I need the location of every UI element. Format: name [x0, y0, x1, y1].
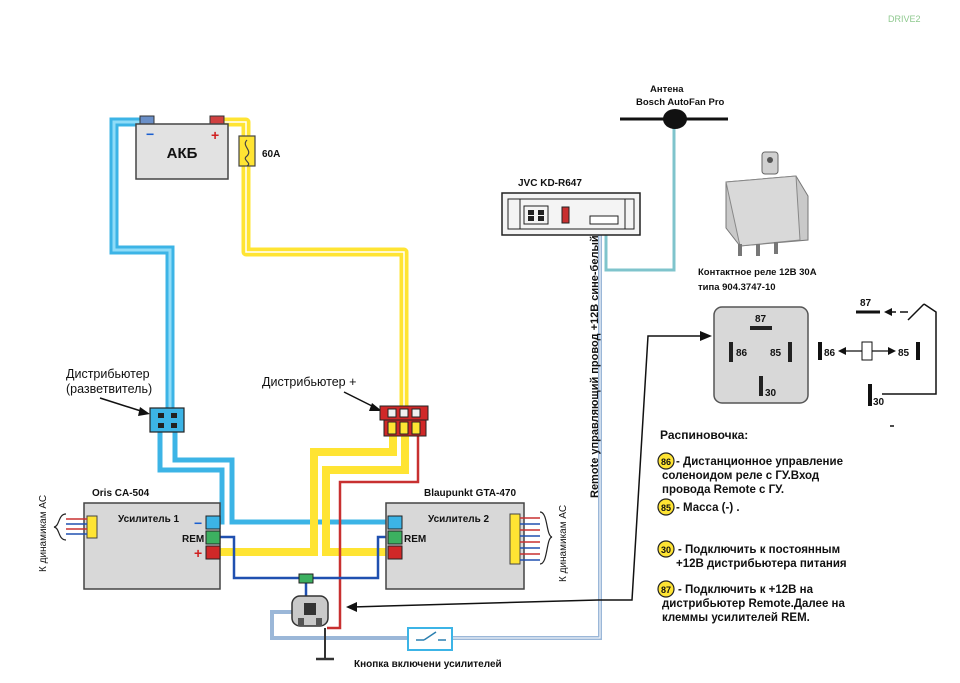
pin-85-number: 85 [661, 503, 671, 513]
head-unit-label: JVC KD-R647 [518, 178, 582, 189]
amp2-rem: REM [404, 534, 426, 545]
pin-85-line1: - Масса (-) . [676, 502, 740, 514]
amplifier-2: Blaupunkt GTA-470 Усилитель 2 REM К дина… [385, 488, 569, 590]
arrow-head-right [700, 331, 712, 341]
pin-86-line3: провода Remote с ГУ. [662, 484, 784, 496]
scheme-pin-87: 87 [860, 298, 872, 309]
ground-wire-main-inner [112, 120, 172, 410]
head-unit: JVC KD-R647 [501, 178, 641, 236]
battery: АКБ − + [135, 115, 229, 180]
rem-wire-amp1 [212, 535, 392, 580]
relay-photo-line2: типа 904.3747-10 [698, 282, 776, 293]
amp2-title: Усилитель 2 [428, 514, 490, 525]
relay-pin-86: 86 [736, 348, 748, 359]
relay-pin-layout: 87 86 85 30 [713, 306, 809, 404]
button-wire [270, 610, 410, 640]
pin-85-badge [657, 498, 675, 516]
fuse: 60A [238, 135, 280, 167]
pin-30-badge [657, 540, 675, 558]
amplifier-1: Oris CA-504 Усилитель 1 REM − + К динами… [38, 488, 221, 590]
amp2-model: Blaupunkt GTA-470 [424, 488, 516, 499]
pin-87-number: 87 [661, 585, 671, 595]
relay-pin-30: 30 [765, 388, 777, 399]
battery-minus: − [146, 126, 154, 142]
distributor-left-line1: Дистрибьютер [66, 367, 150, 381]
pinout-title: Распиновочка: [660, 428, 748, 442]
fuse-label: 60A [262, 149, 280, 160]
scheme-pin-86: 86 [824, 348, 836, 359]
distributor-left-line2: (разветвитель) [66, 382, 152, 396]
antenna-title: Антена [650, 84, 684, 95]
amp1-title: Усилитель 1 [118, 514, 180, 525]
relay-pin-85: 85 [770, 348, 782, 359]
antenna-model: Bosch AutoFan Pro [636, 97, 725, 108]
amp1-plus: + [194, 545, 202, 561]
pin-87-line1: - Подключить к +12В на [678, 584, 814, 596]
pin-30-line1: - Подключить к постоянным [678, 544, 840, 556]
amp1-model: Oris CA-504 [92, 488, 150, 499]
pinout-legend: Распиновочка: 86 - Дистанционное управле… [657, 428, 847, 624]
relay-body [291, 573, 329, 627]
pin-87-line2: дистрибьютер Remote.Далее на [662, 598, 845, 610]
amp-button[interactable] [407, 627, 453, 651]
arrow-to-relay-scheme [598, 335, 706, 601]
amp1-minus: − [194, 515, 202, 531]
antenna: Антена Bosch AutoFan Pro [620, 84, 728, 129]
pin-87-badge [657, 580, 675, 598]
power-wire-main-inner [216, 121, 405, 408]
ground-distributor: Дистрибьютер (разветвитель) [66, 367, 185, 433]
button-label: Кнопка включени усилителей [354, 659, 502, 670]
arrow-to-relay-body [351, 599, 599, 608]
battery-plus: + [211, 127, 219, 143]
relay-photo: Контактное реле 12В 30А типа 904.3747-10 [698, 151, 817, 293]
pin-86-line2: соленоидом реле с ГУ.Вход [662, 470, 820, 482]
scheme-pin-30: 30 [873, 397, 885, 408]
ground-wire-amp2 [172, 430, 392, 525]
relay-power-wire [327, 432, 420, 630]
amp1-speakers: К динамикам АС [38, 495, 49, 572]
scheme-pin-85: 85 [898, 348, 910, 359]
relay-pin-87: 87 [755, 314, 767, 325]
distributor-plus-label: Дистрибьютер + [262, 375, 356, 389]
power-wire-amp1 [212, 432, 397, 556]
battery-label: АКБ [167, 145, 198, 162]
pin-86-number: 86 [661, 457, 671, 467]
pin-87-line3: клеммы усилителей REM. [662, 612, 810, 624]
pin-86-line1: - Дистанционное управление [676, 456, 843, 468]
pin-86-badge [657, 452, 675, 470]
remote-wire-inner [450, 224, 601, 639]
amp1-rem: REM [182, 534, 204, 545]
pin-30-number: 30 [661, 545, 671, 555]
remote-wire-label: Remote управляющий провод +12В сине-белы… [589, 235, 601, 498]
power-distributor: Дистрибьютер + [262, 375, 429, 437]
amp2-speakers: К динамикам АС [558, 505, 569, 582]
relay-photo-line1: Контактное реле 12В 30А [698, 267, 817, 278]
relay-scheme: 87 86 85 30 [818, 298, 937, 427]
power-wire-amp2 [322, 432, 409, 556]
antenna-cable [604, 128, 676, 272]
arrow-head-left [346, 602, 357, 612]
pin-30-line2: +12В дистрибьютера питания [676, 558, 847, 570]
watermark: DRIVE2 [888, 14, 921, 24]
